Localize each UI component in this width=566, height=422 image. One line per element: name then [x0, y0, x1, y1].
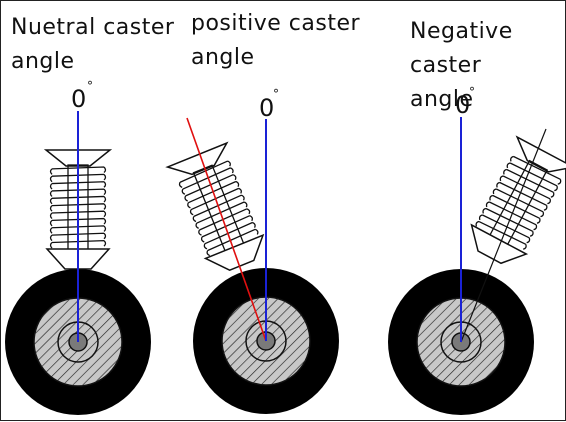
negative-strut-bottom-mount [470, 223, 529, 265]
negative-strut [470, 135, 566, 265]
positive-angle-value: 0 [259, 94, 275, 122]
neutral-degree-symbol: ° [87, 79, 93, 93]
positive-degree-symbol: ° [273, 87, 279, 101]
negative-caster-axis [460, 128, 547, 343]
neutral-angle-value: 0 [71, 85, 87, 113]
negative-coil-spring [475, 155, 562, 250]
negative-angle-value: 0 [455, 91, 471, 119]
positive-caster-caption: positive caster angle [191, 11, 361, 70]
positive-strut-top-mount [165, 141, 229, 176]
positive-caster-axis [186, 117, 267, 342]
negative-wheel-assembly [388, 117, 566, 415]
negative-degree-symbol: ° [469, 85, 475, 99]
negative-strut-top-mount [515, 135, 566, 173]
neutral-wheel-assembly [5, 111, 151, 415]
neutral-caster-caption: Nuetral caster angle [11, 15, 175, 74]
coil-spring-path [475, 155, 562, 250]
positive-wheel-assembly [165, 117, 339, 414]
negative-caster-caption: Negative caster angle [410, 19, 513, 112]
